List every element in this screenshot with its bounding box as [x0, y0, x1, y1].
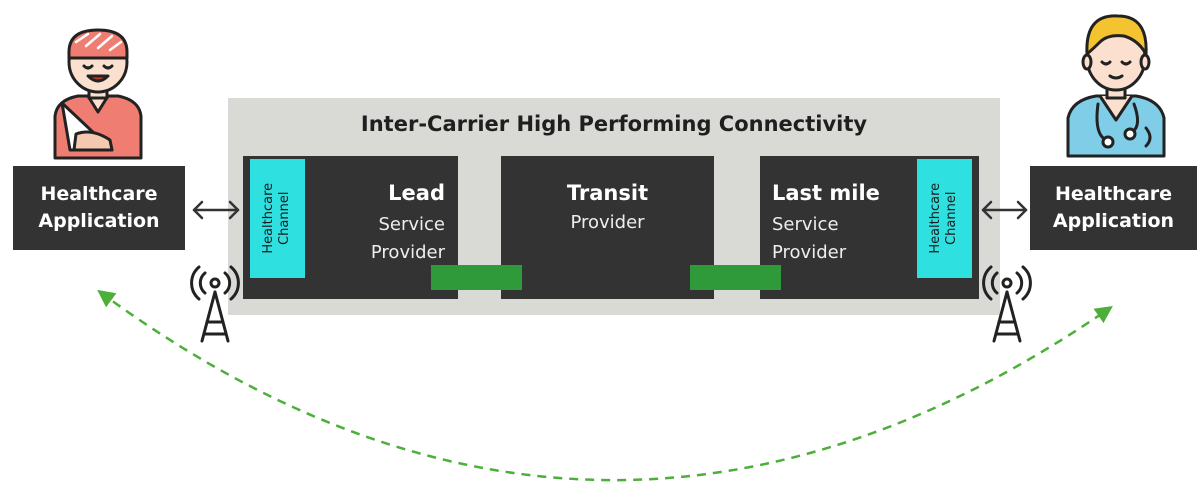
left-bidirectional-arrow — [192, 200, 240, 220]
right-app-line2: Application — [1052, 210, 1175, 232]
left-healthcare-channel: Healthcare Channel — [250, 159, 305, 278]
lead-provider-sub2: Provider — [370, 242, 445, 263]
left-app-line2: Application — [38, 210, 160, 232]
left-app-line1: Healthcare — [40, 183, 158, 206]
right-healthcare-channel: Healthcare Channel — [917, 159, 972, 278]
lead-provider-name: Lead — [388, 181, 445, 205]
diagram-title: Inter-Carrier High Performing Connectivi… — [360, 112, 868, 136]
right-app-line1: Healthcare — [1054, 183, 1173, 206]
last-mile-provider-name: Last mile — [772, 181, 880, 205]
transit-provider-name: Transit — [566, 181, 649, 205]
right-healthcare-application: Healthcare Application — [1030, 166, 1197, 250]
left-radio-tower-icon — [190, 265, 240, 343]
right-bidirectional-arrow — [981, 200, 1028, 220]
lead-transit-link — [431, 265, 522, 290]
patient-icon — [53, 28, 143, 160]
transit-lastmile-link — [690, 265, 781, 290]
transit-provider-sub1: Provider — [570, 212, 645, 233]
transit-provider-box: Transit Provider — [501, 156, 714, 299]
right-radio-tower-icon — [982, 265, 1032, 343]
last-mile-provider-sub2: Provider — [772, 242, 847, 263]
left-healthcare-application: Healthcare Application — [13, 166, 185, 250]
lead-provider-sub1: Service — [378, 214, 445, 235]
last-mile-provider-sub1: Service — [772, 214, 839, 235]
end-to-end-dashed-arrow — [97, 289, 1113, 482]
doctor-icon — [1066, 14, 1166, 158]
